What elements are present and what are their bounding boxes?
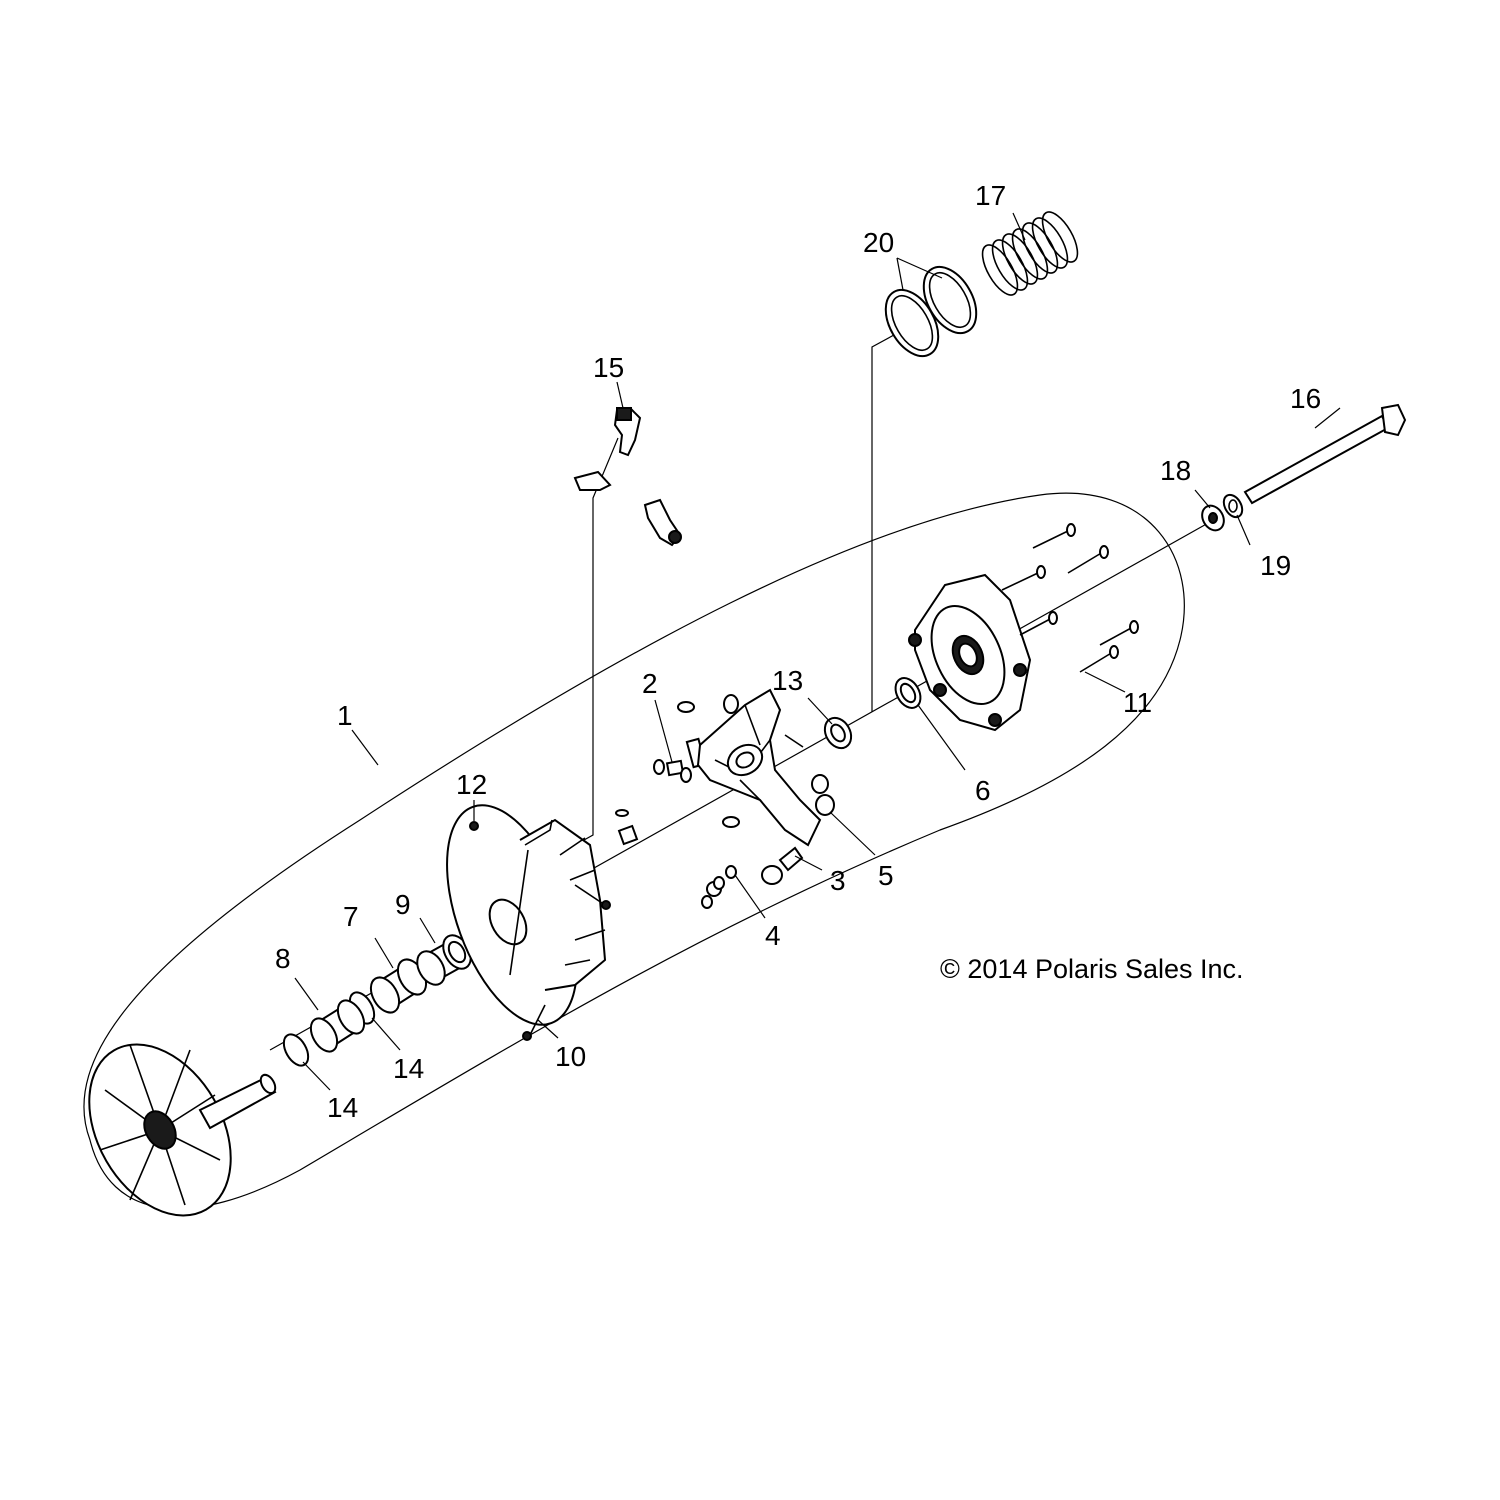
pins-4 xyxy=(701,865,737,909)
callout-18: 18 xyxy=(1160,455,1191,486)
roller-5 xyxy=(815,794,835,816)
roller-c xyxy=(722,816,740,828)
callout-12: 12 xyxy=(456,769,487,800)
callout-4: 4 xyxy=(765,920,781,951)
nut-18 xyxy=(1201,504,1225,532)
callout-6: 6 xyxy=(975,775,991,806)
bushing-8 xyxy=(309,999,366,1053)
callout-3: 3 xyxy=(830,865,846,896)
callout-14-upper: 14 xyxy=(393,1053,424,1084)
callout-17: 17 xyxy=(975,180,1006,211)
bolt-16 xyxy=(1243,403,1407,505)
cover xyxy=(908,573,1032,732)
callout-11: 11 xyxy=(1123,687,1152,718)
moveable-sheave xyxy=(446,804,611,1041)
small-shim xyxy=(615,809,629,817)
copyright-notice: © 2014 Polaris Sales Inc. xyxy=(940,954,1244,984)
spider xyxy=(696,688,822,847)
callout-10: 10 xyxy=(555,1041,586,1072)
washer-14-a xyxy=(282,1033,310,1067)
roller-block xyxy=(617,824,639,846)
assembly-outline xyxy=(83,492,1185,1210)
callout-14-lower: 14 xyxy=(327,1092,358,1123)
callout-19: 19 xyxy=(1260,550,1291,581)
set-screw-12 xyxy=(469,821,479,831)
washer-19 xyxy=(1222,493,1244,519)
callout-1: 1 xyxy=(337,700,353,731)
callout-15: 15 xyxy=(593,352,624,383)
ring-13 xyxy=(823,716,853,750)
callout-leaders xyxy=(294,212,1341,1091)
callout-9: 9 xyxy=(395,889,411,920)
bolts-11 xyxy=(1001,523,1139,673)
pin-rod xyxy=(784,734,804,748)
callout-20: 20 xyxy=(863,227,894,258)
spring-17 xyxy=(981,211,1079,296)
bushing-6 xyxy=(894,677,922,709)
weights-15 xyxy=(573,406,682,547)
roller-b xyxy=(723,694,739,714)
washers-20 xyxy=(884,265,978,358)
callout-7: 7 xyxy=(343,901,359,932)
button-3 xyxy=(761,846,804,885)
fixed-sheave xyxy=(88,1043,277,1217)
callout-2: 2 xyxy=(642,668,658,699)
callout-13: 13 xyxy=(772,665,803,696)
leader-15 xyxy=(574,437,619,846)
leader-20 xyxy=(871,329,904,712)
callout-8: 8 xyxy=(275,943,291,974)
roller-d xyxy=(811,774,829,794)
roller-a xyxy=(677,701,695,713)
roller-2 xyxy=(653,759,692,783)
callout-5: 5 xyxy=(878,860,894,891)
callout-16: 16 xyxy=(1290,383,1321,414)
